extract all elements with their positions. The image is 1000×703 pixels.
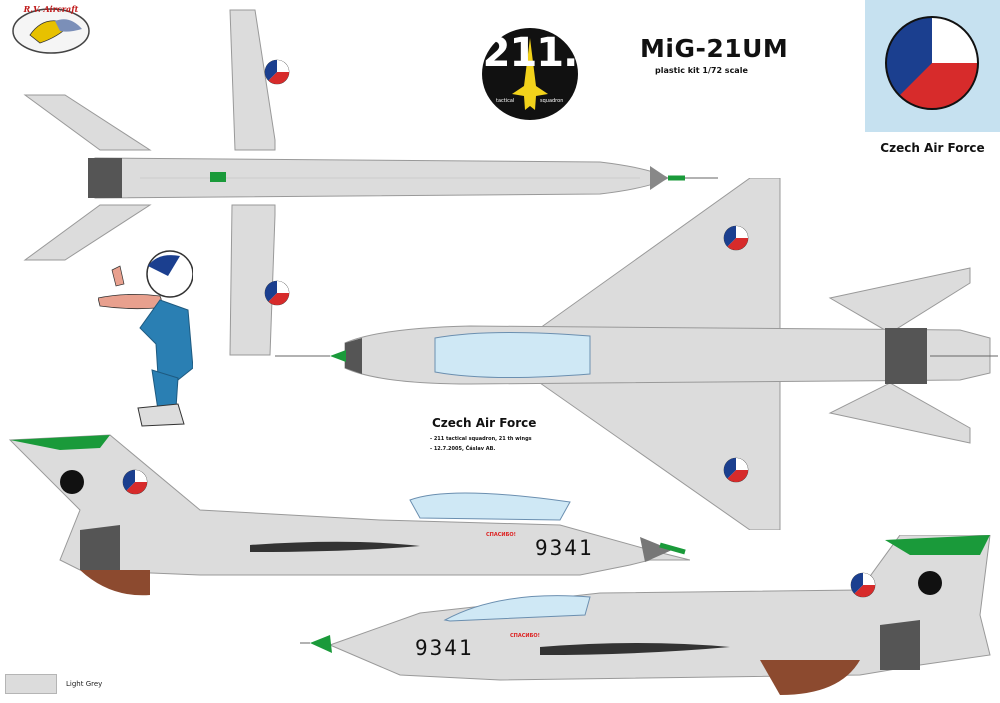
unit-badge: 211. tactical squadron [480,26,580,122]
underside-view-drawing [275,178,998,530]
nose-art-text-left: СПАСИБО! [486,532,516,538]
right-profile-drawing [300,535,991,695]
info-line: - 211 tactical squadron, 21 th wings [430,436,532,442]
page-title: MiG-21UM [640,34,789,63]
page-subtitle: plastic kit 1/72 scale [655,66,748,75]
top-view-drawing [23,9,718,356]
jet-silhouette-icon [512,38,548,110]
color-swatch-light-grey [5,674,57,694]
info-line: - 12.7.2005, Čáslav AB. [430,446,496,452]
color-swatch-label: Light Grey [66,680,103,688]
serial-number-left: 9341 [535,536,594,560]
roundel-caption: Czech Air Force [880,141,985,155]
serial-number-right: 9341 [415,636,474,660]
company-logo: R.V. Aircraft [10,3,92,55]
nose-art-text-right: СПАСИБО! [510,633,540,639]
left-profile-drawing [8,434,690,596]
info-title: Czech Air Force [432,416,537,430]
logo-text: R.V. Aircraft [23,4,79,14]
unit-line2: squadron [540,98,564,104]
roundel-panel [865,0,1000,132]
unit-number: 211. [482,30,579,76]
czech-roundel-icon [885,16,979,110]
pilot-mascot-icon [97,248,194,430]
unit-line1: tactical [496,98,515,104]
